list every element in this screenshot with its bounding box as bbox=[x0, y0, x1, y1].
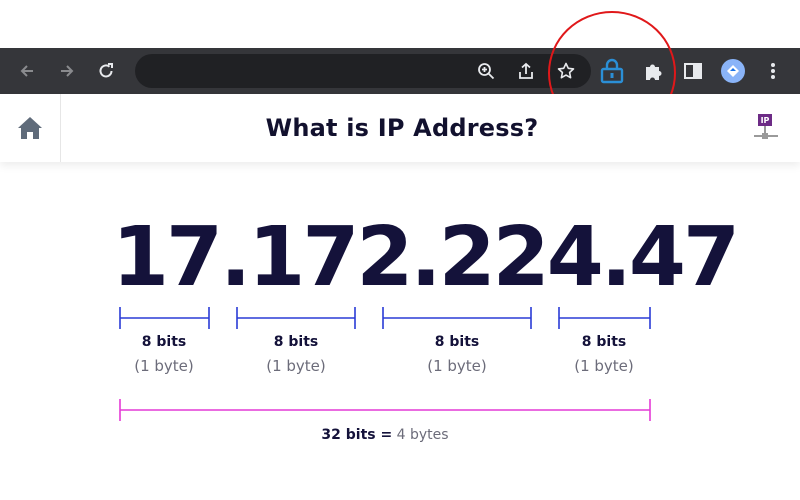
site-header: What is IP Address? IP bbox=[0, 94, 800, 162]
ip-logo-text: IP bbox=[761, 116, 770, 125]
segment-bracket-1 bbox=[119, 307, 210, 329]
segment-bracket-4 bbox=[558, 307, 651, 329]
segment-bracket-2 bbox=[236, 307, 356, 329]
segment-3-bytes: (1 byte) bbox=[427, 357, 487, 375]
profile-avatar[interactable] bbox=[721, 59, 745, 83]
ip-address-display: 17.172.224.47 bbox=[112, 210, 740, 305]
side-panel-icon[interactable] bbox=[678, 56, 708, 86]
forward-arrow-icon[interactable] bbox=[52, 56, 82, 86]
more-menu-icon[interactable] bbox=[758, 56, 788, 86]
segment-2-bytes: (1 byte) bbox=[266, 357, 326, 375]
page-title: What is IP Address? bbox=[265, 114, 539, 142]
segment-4-bits: 8 bits bbox=[581, 334, 627, 350]
total-size: 32 bits = 4 bytes bbox=[235, 427, 535, 443]
segment-2-bits: 8 bits bbox=[273, 334, 319, 350]
zoom-icon[interactable] bbox=[473, 58, 499, 84]
home-icon bbox=[18, 117, 42, 139]
share-icon[interactable] bbox=[513, 58, 539, 84]
segment-4-bytes: (1 byte) bbox=[574, 357, 634, 375]
total-bits: 32 bits = bbox=[321, 427, 393, 443]
segment-1-bits: 8 bits bbox=[141, 334, 187, 350]
segment-1-bytes: (1 byte) bbox=[134, 357, 194, 375]
home-button[interactable] bbox=[0, 94, 61, 162]
total-bracket bbox=[119, 399, 651, 421]
total-bytes: 4 bytes bbox=[392, 427, 449, 443]
segment-bracket-3 bbox=[382, 307, 532, 329]
reload-icon[interactable] bbox=[91, 56, 121, 86]
segment-3-bits: 8 bits bbox=[434, 334, 480, 350]
ip-logo-icon: IP bbox=[752, 112, 780, 142]
back-arrow-icon[interactable] bbox=[12, 56, 42, 86]
